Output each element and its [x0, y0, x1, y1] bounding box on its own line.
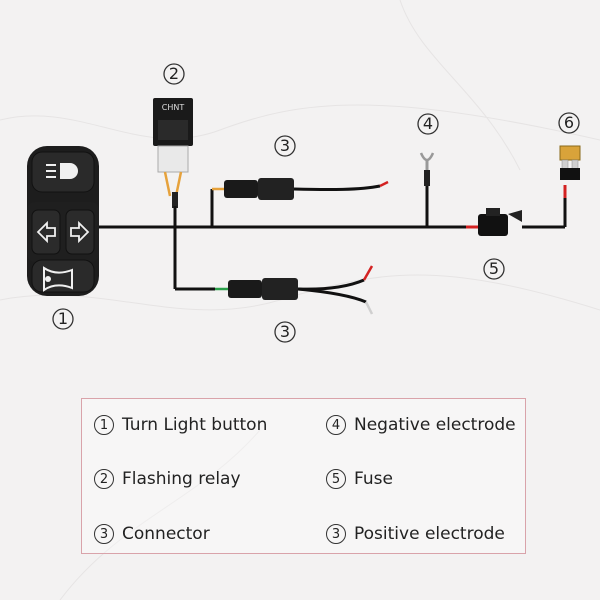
connector-top [224, 178, 389, 200]
legend-label: Positive electrode [354, 524, 505, 544]
svg-text:3: 3 [280, 322, 290, 341]
legend-number: 3 [94, 524, 114, 544]
callout-3-top: 3 [274, 135, 296, 157]
svg-text:5: 5 [489, 259, 499, 278]
legend-label: Turn Light button [122, 415, 268, 435]
svg-text:4: 4 [423, 114, 433, 133]
flashing-relay: CHNT [153, 98, 193, 208]
legend-number: 3 [326, 524, 346, 544]
left-arrow-icon [36, 220, 56, 244]
negative-terminal [419, 152, 435, 186]
relay-label: CHNT [162, 103, 185, 112]
blade-fuse-icon [559, 145, 581, 180]
legend-number: 5 [326, 469, 346, 489]
connector-bottom [228, 265, 374, 315]
callout-4: 4 [417, 113, 439, 135]
legend-label: Fuse [354, 469, 393, 489]
legend-number: 2 [94, 469, 114, 489]
callout-2: 2 [163, 63, 185, 85]
horn-icon [43, 266, 73, 292]
legend-label: Flashing relay [122, 469, 241, 489]
legend-number: 1 [94, 415, 114, 435]
right-arrow-icon [70, 220, 90, 244]
svg-text:3: 3 [280, 136, 290, 155]
svg-text:1: 1 [58, 309, 68, 328]
headlight-icon [46, 163, 78, 179]
legend-item-negative: 4 Negative electrode [326, 411, 516, 439]
legend-label: Connector [122, 524, 210, 544]
legend-item-relay: 2 Flashing relay [94, 465, 241, 493]
legend-item-turn-light: 1 Turn Light button [94, 411, 267, 439]
callout-3-bottom: 3 [274, 321, 296, 343]
fuse-holder-icon [466, 208, 522, 236]
legend-box: 1 Turn Light button 4 Negative electrode… [81, 398, 526, 554]
svg-text:2: 2 [169, 64, 179, 83]
callout-6: 6 [558, 112, 580, 134]
callout-1: 1 [52, 308, 74, 330]
svg-text:6: 6 [564, 113, 574, 132]
legend-item-fuse: 5 Fuse [326, 465, 393, 493]
legend-number: 4 [326, 415, 346, 435]
callout-5: 5 [483, 258, 505, 280]
legend-label: Negative electrode [354, 415, 516, 435]
legend-item-positive: 3 Positive electrode [326, 520, 505, 548]
legend-item-connector: 3 Connector [94, 520, 210, 548]
turn-light-switch [27, 146, 99, 296]
